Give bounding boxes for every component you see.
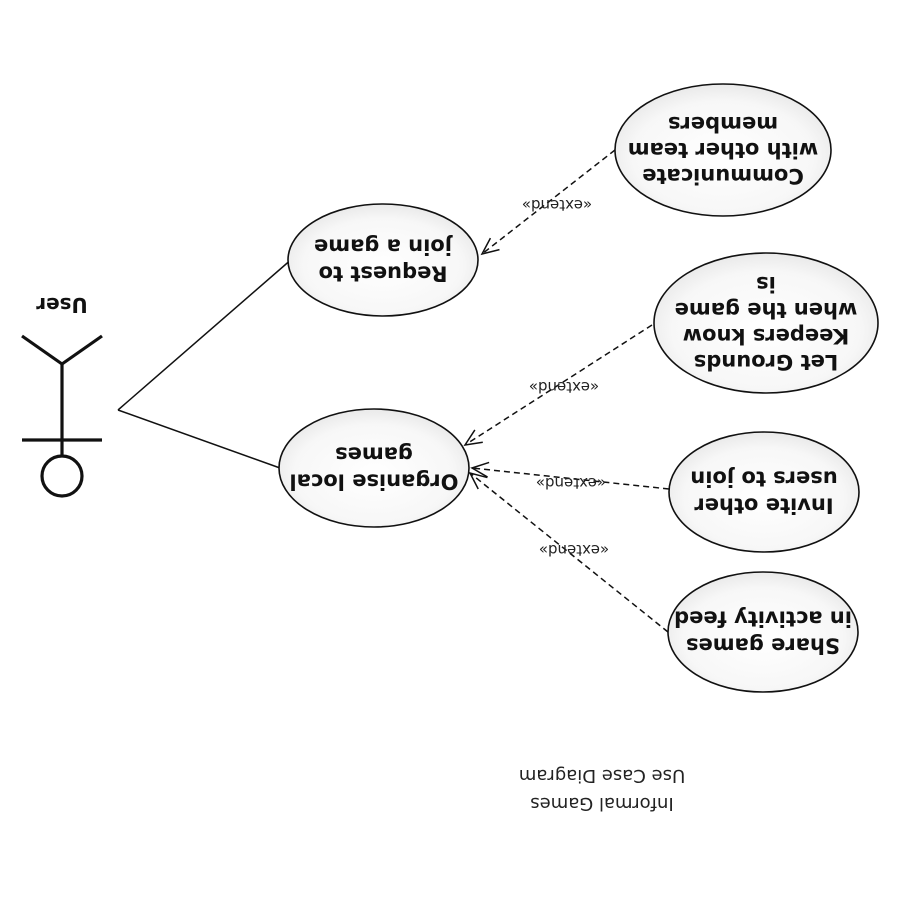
- extend-dashed-line: [471, 467, 670, 490]
- use-case-label-line: join a game: [314, 235, 453, 259]
- open-arrowhead-icon: [470, 461, 490, 478]
- use-case-ellipse: [287, 203, 479, 317]
- extend-relation-let-groundskeepers: «extend»: [463, 324, 653, 446]
- actor-leg-right: [21, 334, 63, 366]
- extend-dashed-line: [464, 324, 653, 446]
- extend-stereotype-label: «extend»: [539, 541, 609, 559]
- use-case-ellipse: [653, 252, 879, 394]
- extend-stereotype-label: «extend»: [536, 474, 606, 492]
- use-case-label-line: is: [756, 272, 776, 296]
- use-case-ellipse: [278, 408, 470, 528]
- extend-dashed-line: [469, 472, 669, 633]
- use-case-label-line: Communicate: [642, 164, 804, 188]
- use-case-label-line: members: [668, 112, 778, 136]
- use-case-organise-local: Organise local games: [278, 408, 470, 528]
- association-organise-local: [117, 409, 281, 469]
- association-request-join: [117, 257, 294, 411]
- use-case-ellipse: [668, 431, 860, 553]
- extend-dashed-line: [481, 149, 616, 255]
- actor-head-icon: [40, 454, 84, 498]
- open-arrowhead-icon: [480, 237, 500, 256]
- use-case-invite-users: Invite other users to join: [668, 431, 860, 553]
- open-arrowhead-icon: [463, 429, 483, 446]
- open-arrowhead-icon: [468, 471, 488, 490]
- caption-line: Use Case Diagram: [519, 765, 685, 786]
- use-case-label-line: in activity feed: [674, 607, 852, 631]
- use-case-label-line: Organise local: [289, 470, 458, 494]
- extend-relation-share-games: «extend»: [468, 471, 669, 633]
- use-case-label-line: with other team: [628, 138, 819, 162]
- use-case-share-games: Share games in activity feed: [667, 571, 859, 693]
- use-case-ellipse: [614, 83, 832, 217]
- use-case-request-join: Request to join a game: [287, 203, 479, 317]
- actor-label: User: [36, 293, 88, 317]
- use-case-label-line: users to join: [690, 467, 837, 491]
- use-case-label-line: when the game: [675, 298, 858, 322]
- use-case-label-line: games: [335, 443, 413, 467]
- diagram-caption: Informal Games Use Case Diagram: [519, 765, 685, 814]
- use-case-label-line: Keepers know: [683, 324, 850, 348]
- actor-leg-left: [61, 334, 103, 366]
- use-case-label-line: Share games: [686, 634, 840, 658]
- rotated-diagram-group: «extend» «extend» «extend» «extend» Request…: [21, 83, 879, 814]
- use-case-label-line: Let Grounds: [694, 350, 838, 374]
- caption-line: Informal Games: [530, 793, 673, 814]
- extend-stereotype-label: «extend»: [522, 196, 592, 214]
- use-case-label-line: Invite other: [694, 494, 834, 518]
- actor: User: [21, 293, 103, 498]
- use-case-ellipse: [667, 571, 859, 693]
- extend-relation-communicate: «extend»: [480, 149, 616, 256]
- use-case-label-line: Request to: [319, 262, 448, 286]
- extend-relation-invite-users: «extend»: [470, 461, 670, 492]
- edges-layer: «extend» «extend» «extend» «extend»: [117, 149, 670, 633]
- extend-stereotype-label: «extend»: [529, 378, 599, 396]
